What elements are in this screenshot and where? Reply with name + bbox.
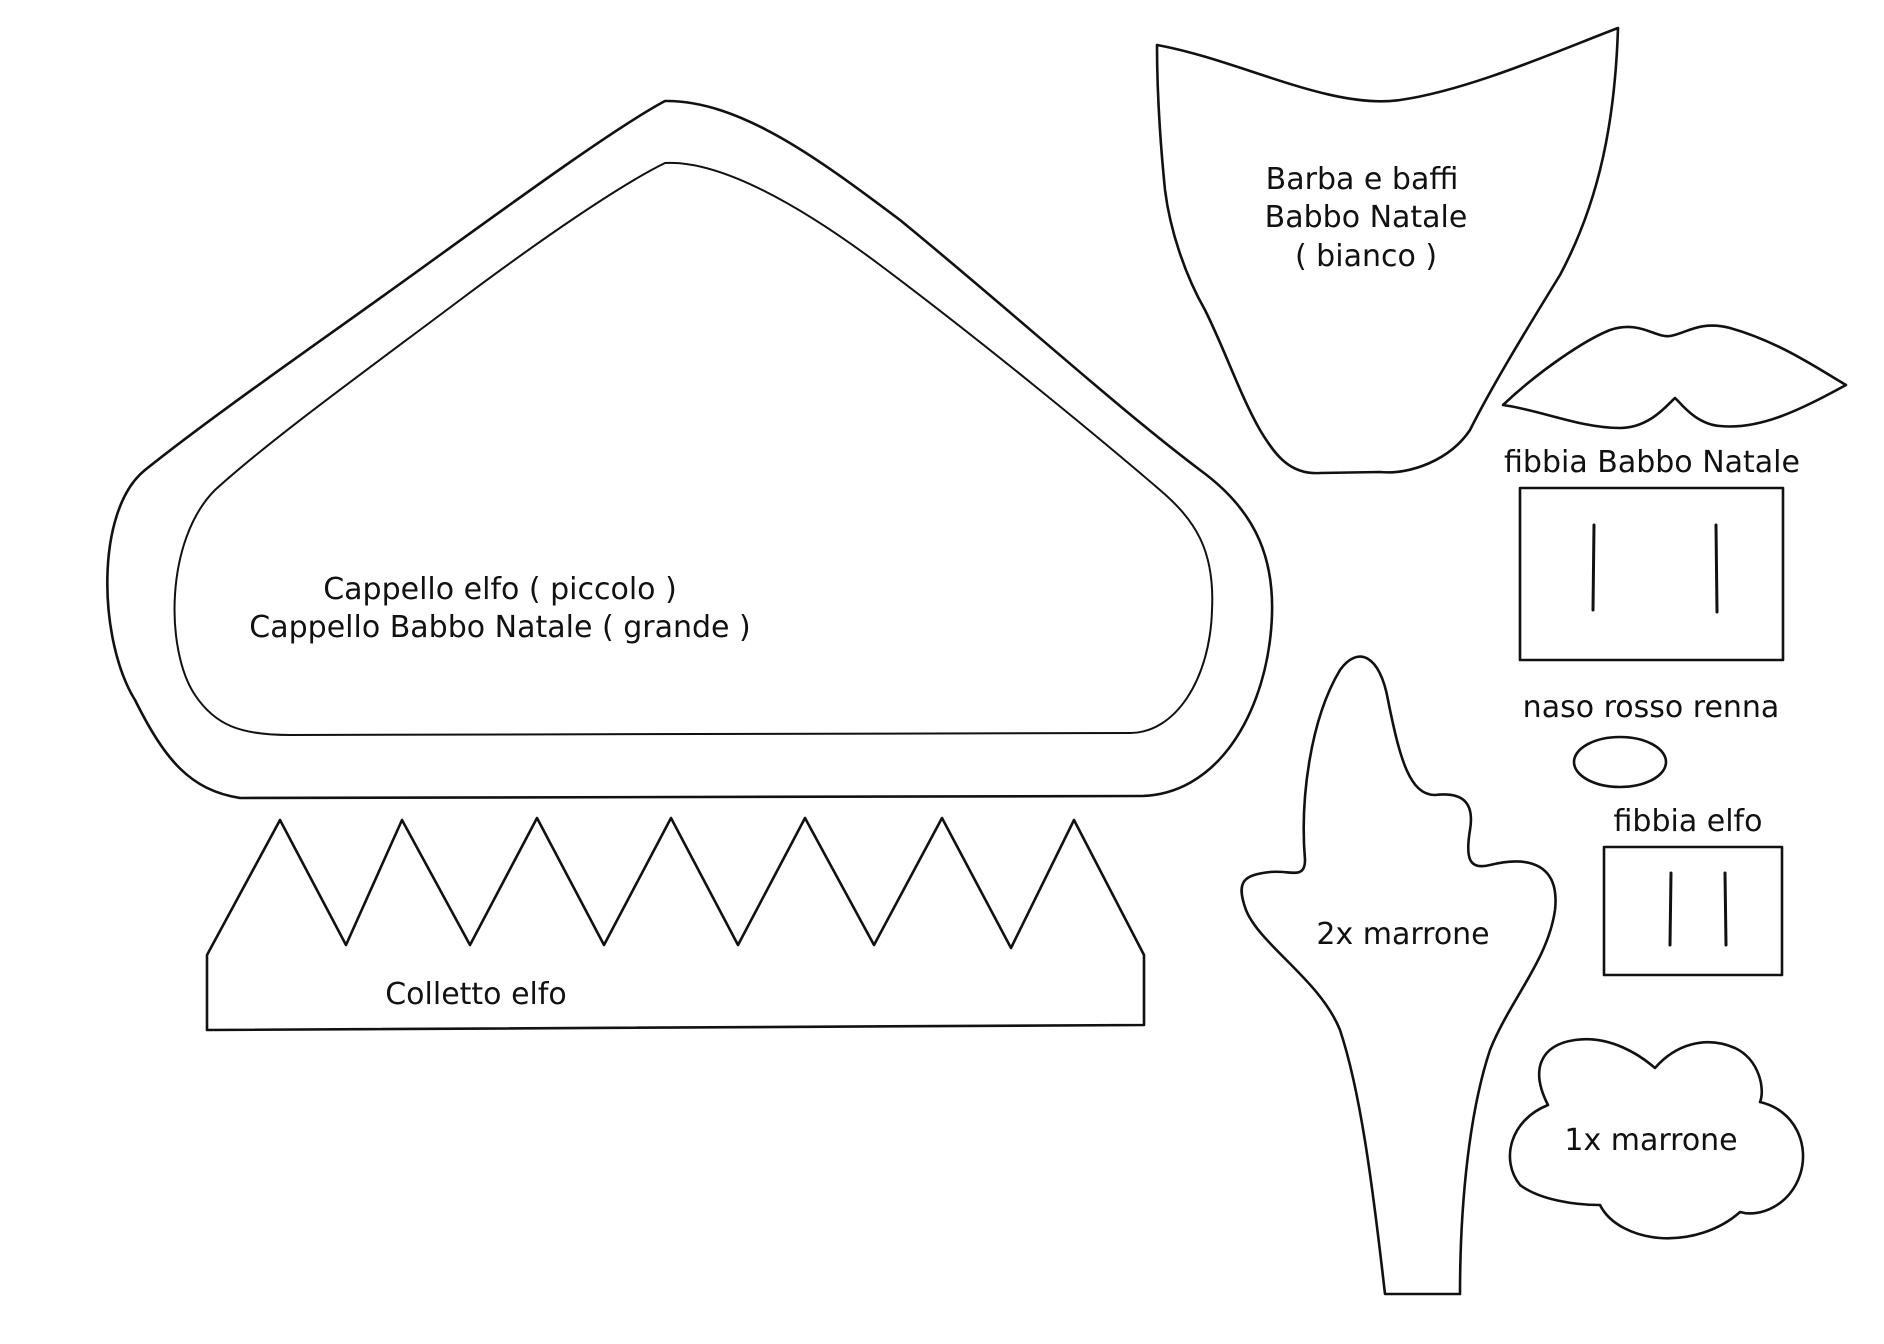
beard-label-line-1: Barba e baffi	[1265, 162, 1459, 197]
hat-outer-outline	[106, 99, 1274, 800]
collar-label: Colletto elfo	[385, 977, 567, 1012]
elf-buckle-slot-right	[1723, 871, 1728, 947]
antler-outline	[1240, 655, 1557, 1296]
elf-buckle-label: fibbia elfo	[1613, 804, 1763, 839]
beard-label-line-3: ( bianco )	[1294, 239, 1438, 274]
cloud-outline	[1508, 1037, 1805, 1240]
beard-label-line-2: Babbo Natale	[1264, 200, 1468, 235]
hat-label-line-1: Cappello elfo ( piccolo )	[323, 572, 677, 607]
elf-collar-outline	[205, 816, 1146, 1032]
cloud-label: 1x marrone	[1564, 1123, 1738, 1158]
santa-buckle-outline	[1518, 486, 1785, 662]
reindeer-nose-label: naso rosso renna	[1522, 690, 1780, 725]
elf-buckle-slot-left	[1668, 871, 1673, 947]
reindeer-nose-outline	[1572, 735, 1668, 789]
hat-label-line-2: Cappello Babbo Natale ( grande )	[249, 610, 751, 645]
santa-buckle-slot-left	[1591, 523, 1596, 612]
hat-inner-outline	[173, 161, 1214, 736]
moustache-outline	[1501, 324, 1848, 430]
santa-buckle-slot-right	[1714, 523, 1719, 614]
antler-label: 2x marrone	[1316, 917, 1490, 952]
beard-outline	[1155, 26, 1620, 475]
elf-buckle-outline	[1602, 845, 1784, 977]
santa-buckle-label: fibbia Babbo Natale	[1504, 445, 1800, 480]
